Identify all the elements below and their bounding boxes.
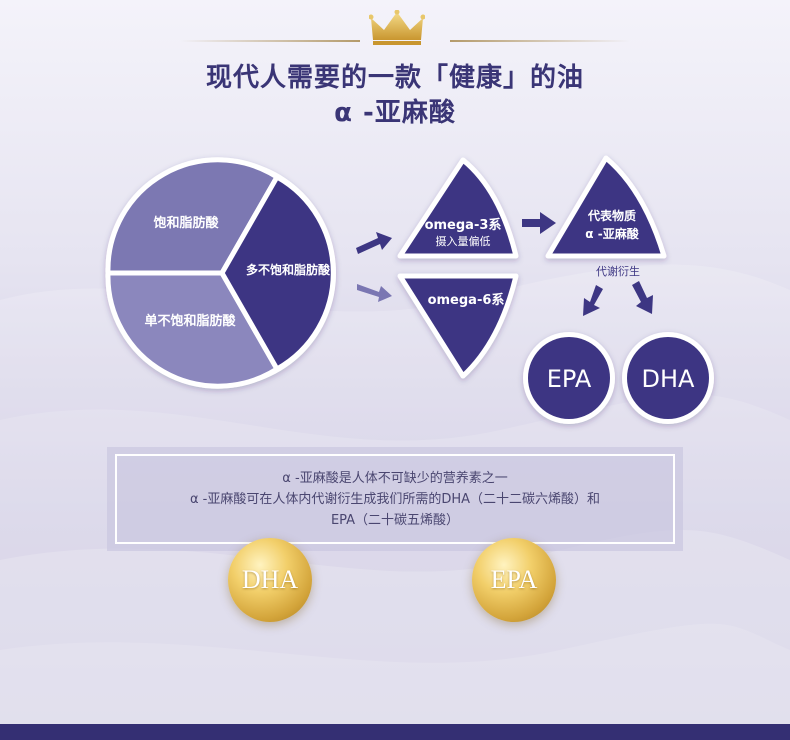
info-line-3: EPA（二十碳五烯酸）	[330, 512, 460, 528]
pie-label-monounsaturated: 单不饱和脂肪酸	[144, 313, 236, 329]
arrow-to-representative	[522, 212, 556, 234]
arrow-to-omega3	[356, 232, 392, 254]
info-box: α -亚麻酸是人体不可缺少的营养素之一 α -亚麻酸可在人体内代谢衍生成我们所需…	[107, 447, 683, 551]
crown-icon	[369, 10, 425, 45]
metabolism-label: 代谢衍生	[596, 264, 640, 278]
dha-label: DHA	[642, 365, 696, 393]
epa-circle	[523, 332, 615, 424]
info-line-2: α -亚麻酸可在人体内代谢衍生成我们所需的DHA（二十二碳六烯酸）和	[189, 491, 601, 507]
arrow-to-omega6	[357, 284, 392, 302]
representative-wedge	[545, 155, 667, 259]
bottom-bar	[0, 724, 790, 740]
pie-slice-monounsaturated	[105, 270, 281, 389]
representative-line2: α -亚麻酸	[585, 226, 639, 241]
pie-label-polyunsaturated: 多不饱和脂肪酸	[246, 262, 331, 277]
omega3-label: omega-3系	[425, 217, 502, 233]
epa-gold-label: EPA	[490, 565, 538, 594]
arrow-to-dha	[632, 281, 653, 314]
info-line-1: α -亚麻酸是人体不可缺少的营养素之一	[282, 470, 508, 486]
omega6-wedge	[397, 273, 519, 379]
pie-slice-saturated	[105, 157, 281, 276]
pie-label-saturated: 饱和脂肪酸	[152, 215, 219, 231]
dha-gold-label: DHA	[241, 565, 299, 594]
arrow-to-epa	[583, 285, 603, 316]
dha-circle	[622, 332, 714, 424]
representative-line1: 代表物质	[587, 208, 636, 223]
omega6-label: omega-6系	[428, 292, 505, 308]
epa-gold-badge: EPA	[472, 538, 556, 622]
epa-label: EPA	[547, 365, 592, 393]
info-frame: α -亚麻酸是人体不可缺少的营养素之一 α -亚麻酸可在人体内代谢衍生成我们所需…	[115, 454, 675, 544]
omega3-wedge	[397, 157, 519, 259]
title-rule-right	[450, 40, 630, 42]
title-rule-left	[180, 40, 360, 42]
dha-gold-badge: DHA	[228, 538, 312, 622]
fatty-acid-pie	[105, 157, 336, 389]
pie-slice-polyunsaturated	[219, 173, 336, 373]
omega3-note: 摄入量偏低	[436, 234, 491, 248]
page-title: 现代人需要的一款「健康」的油	[205, 63, 584, 93]
page-subtitle: α -亚麻酸	[334, 98, 456, 128]
